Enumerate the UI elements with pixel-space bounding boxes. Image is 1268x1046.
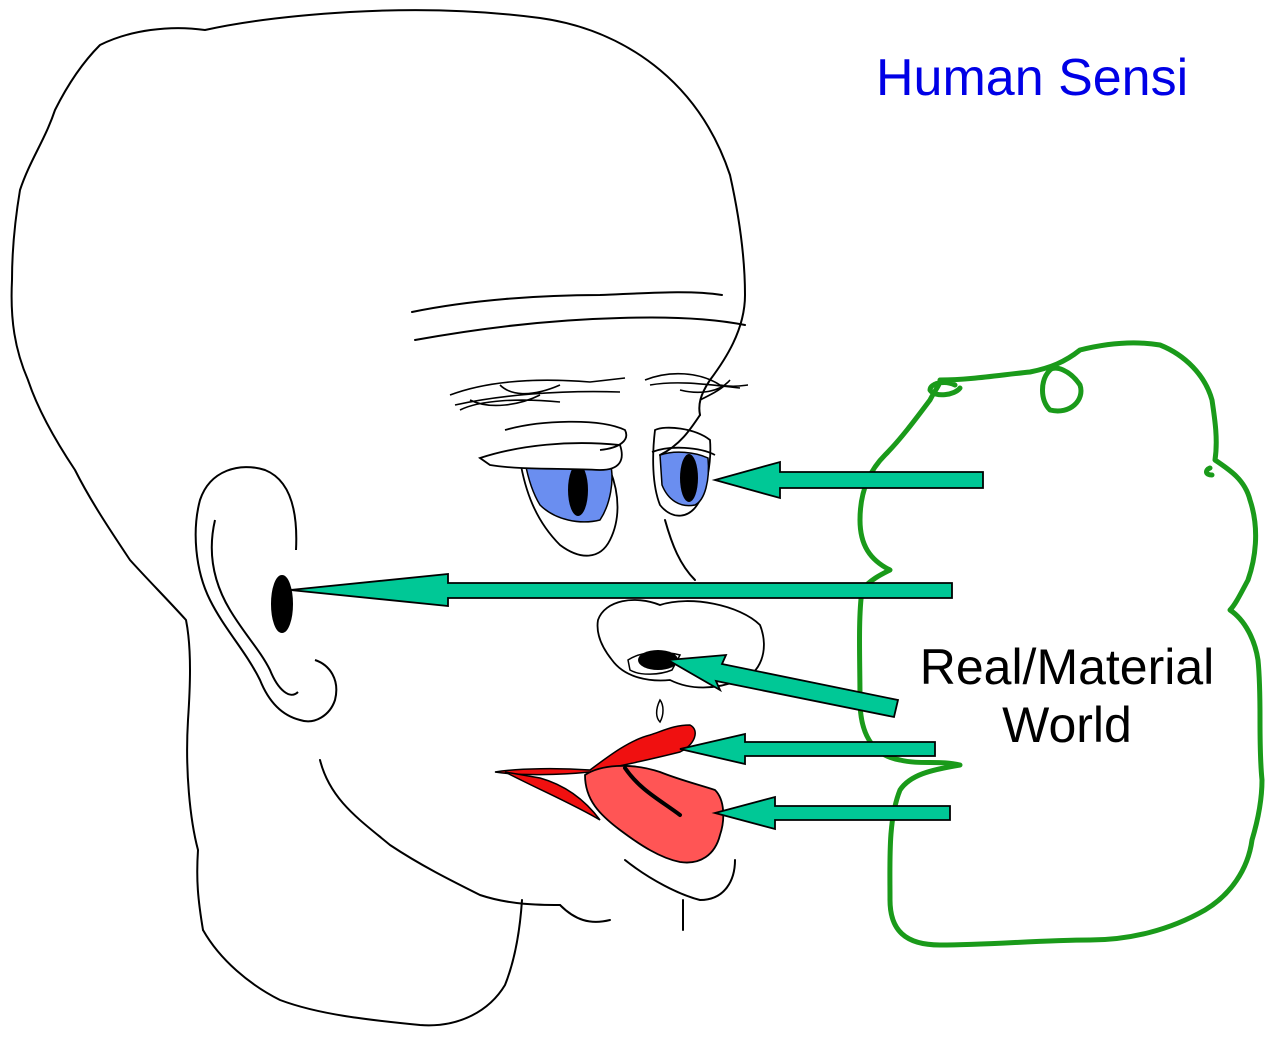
page-title: Human Sensi: [876, 52, 1188, 104]
world-label-line-1: Real/Material: [892, 638, 1242, 696]
world-label-line-2: World: [892, 696, 1242, 754]
tongue-icon: [585, 766, 723, 863]
arrow-to-nose: [668, 655, 898, 717]
head-outline: [12, 10, 745, 1025]
ear-icon: [196, 467, 337, 721]
arrow-to-eye: [715, 462, 983, 498]
eyebrows: [450, 374, 748, 410]
arrow-to-tongue: [715, 797, 950, 829]
world-label: Real/Material World: [892, 638, 1242, 754]
